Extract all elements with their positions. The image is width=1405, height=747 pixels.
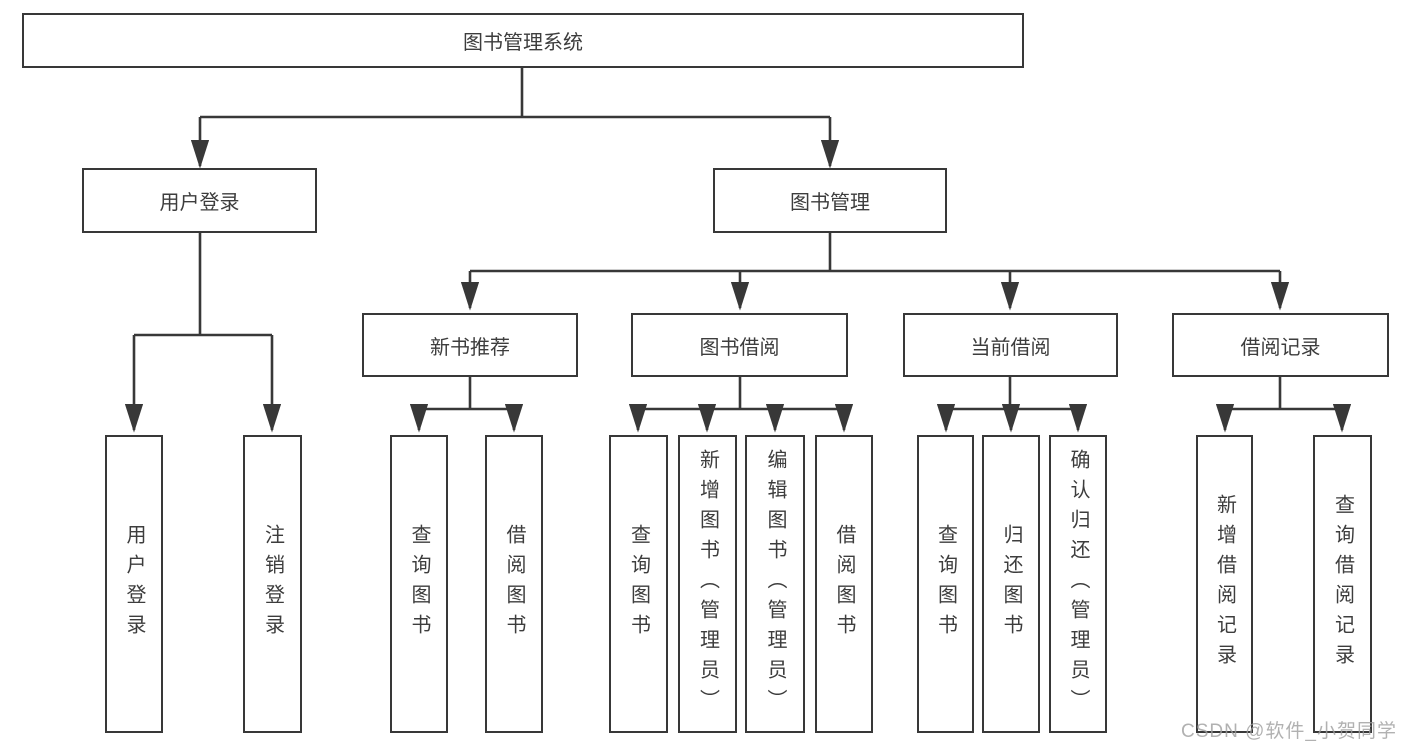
- node-book-borrowing: 图书借阅: [631, 313, 848, 377]
- edges-new-book-recommend: [409, 377, 524, 433]
- node-leaf-confirm-return-admin: 确认归还（管理员）: [1049, 435, 1107, 733]
- edges-book-borrowing: [628, 377, 854, 433]
- node-user-login: 用户登录: [82, 168, 317, 233]
- edges-root: [190, 67, 840, 169]
- node-leaf-borrow-books-recommend: 借阅图书: [485, 435, 543, 733]
- node-leaf-add-borrow-record: 新增借阅记录: [1196, 435, 1253, 733]
- edges-borrowing-records: [1215, 377, 1352, 433]
- node-leaf-search-books-recommend: 查询图书: [390, 435, 448, 733]
- node-leaf-logout: 注销登录: [243, 435, 302, 733]
- watermark: CSDN @软件_小贺同学: [1181, 721, 1397, 742]
- node-leaf-edit-books-admin: 编辑图书（管理员）: [745, 435, 805, 733]
- node-leaf-return-books: 归还图书: [982, 435, 1040, 733]
- node-root: 图书管理系统: [22, 13, 1024, 68]
- node-book-management: 图书管理: [713, 168, 947, 233]
- node-borrowing-records: 借阅记录: [1172, 313, 1389, 377]
- edges-current-borrowing: [936, 377, 1088, 433]
- edges-book-management: [460, 233, 1290, 311]
- node-current-borrowing: 当前借阅: [903, 313, 1118, 377]
- node-leaf-search-books-current: 查询图书: [917, 435, 974, 733]
- node-leaf-user-login: 用户登录: [105, 435, 163, 733]
- node-leaf-borrow-books-borrow: 借阅图书: [815, 435, 873, 733]
- node-leaf-add-books-admin: 新增图书（管理员）: [678, 435, 737, 733]
- edges-user-login: [124, 233, 282, 433]
- node-leaf-search-books-borrow: 查询图书: [609, 435, 668, 733]
- node-new-book-recommend: 新书推荐: [362, 313, 578, 377]
- node-leaf-search-borrow-record: 查询借阅记录: [1313, 435, 1372, 733]
